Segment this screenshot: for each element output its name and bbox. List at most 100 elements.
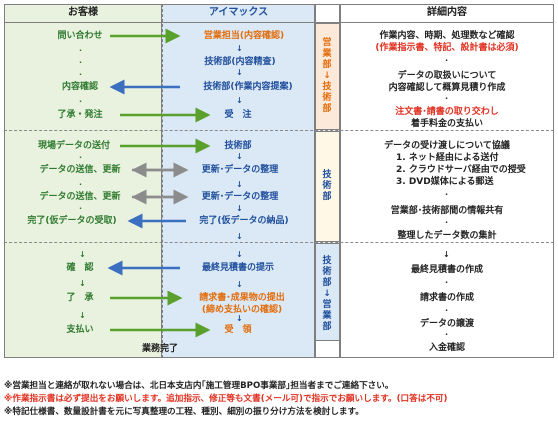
side-label-char: 術 [322,181,332,191]
customer-complete-receipt: 完了(仮データの受取) [27,216,117,226]
dot: · [445,278,449,287]
customer-send-site-data: 現場データの送付 [37,141,111,151]
side-label-char: ↓ [323,71,331,81]
customer-send-update-1: データの送信、更新 [39,165,121,175]
aimax-tech-proposal: 技術部(作業内容提案) [203,82,293,92]
section1-label-box [315,23,340,130]
footnotes: ※営業担当と連絡が取れない場合は、北日本支店内｢施工管理BPO事業部｣担当者まで… [4,380,554,419]
detail-s2-line6: 整理したデータ数の集計 [397,231,497,241]
side-label-char: 部 [322,278,332,288]
detail-s1-line2: (作業指示書、特記、設計書は必須) [375,43,519,53]
dot: · [79,70,83,79]
section3-label-box [315,243,340,341]
down-arrow: ↓ [236,204,243,213]
detail-s2-line1: データの受け渡しについて協議 [384,141,510,151]
aimax-invoice-submit: 請求書･成果物の提出 [199,293,285,303]
aimax-update-organize-2: 更新･データの整理 [201,192,279,202]
section-divider-1 [4,130,554,131]
detail-s3-line3: データの譲渡 [419,319,475,329]
customer-send-update-2: データの送信、更新 [39,192,121,202]
header-customer: お客様 [68,7,98,18]
detail-s1-line3: データの取扱いについて [397,71,497,81]
down-arrow: ↓ [236,180,243,189]
customer-content-confirm: 内容確認 [61,82,99,92]
side-label-char: 部 [322,192,332,202]
dot: ↓ [79,279,86,288]
down-arrow: ↓ [236,232,243,241]
dot: · [445,56,449,65]
detail-s1-line5: 注文書･請書の取り交わし [395,107,499,117]
detail-s1-line4: 内容確認して概算見積り作成 [388,83,506,93]
side-label-char: ↓ [323,289,331,299]
side-label-char: 部 [322,60,332,70]
dot: ↓ [79,311,86,320]
dot: · [79,97,83,106]
side-label-char: 業 [322,49,332,59]
dot: · [79,153,83,162]
dot: · [79,58,83,67]
details-column [340,4,554,358]
detail-s3-line4: 入金確認 [428,343,466,353]
aimax-tech: 技術部 [224,141,252,151]
side-label-char: 技 [322,256,332,266]
detail-s1-line1: 作業内容、時期、処理数など確認 [379,31,515,41]
down-arrow: ↓ [236,152,243,161]
note-2: ※作業指示書は必ず提出をお願いします。追加指示、修正等も文書(メール可)で指示で… [4,394,448,404]
customer-column [4,4,162,358]
detail-s1-line6: 着手料金の支払い [410,119,484,129]
side-label-char: 技 [322,170,332,180]
section2-label-box [315,131,340,242]
aimax-accept: 受 注 [224,110,252,120]
customer-approve: 了 承 [66,293,94,303]
dot: ↓ [79,250,86,259]
detail-s2-line5: 営業部･技術部間の情報共有 [390,206,504,216]
customer-payment: 支払い [66,325,94,335]
side-label-char: 術 [322,93,332,103]
side-label-char: 術 [322,267,332,277]
detail-s2-line2: 1. ネット経由による送付 [396,153,499,163]
down-arrow: ↓ [236,250,243,259]
header-aimax: アイマックス [208,7,269,18]
dot: · [445,218,449,227]
customer-confirm: 確 認 [66,263,94,273]
header-divider [4,22,554,23]
header-details: 詳細内容 [427,7,467,18]
side-label-char: 業 [322,311,332,321]
dot: · [79,180,83,189]
dot: · [445,330,449,339]
side-label-char: 技 [322,82,332,92]
detail-s2-line3: 2. クラウドサーバ経由での授受 [396,165,526,175]
detail-s2-line4: 3. DVD媒体による郵送 [396,177,494,187]
detail-s3-line1: 最終見積書の作成 [410,265,484,275]
section3-side-label: 技術部↓営業部 [321,256,333,333]
dot: · [445,190,449,199]
customer-approve-order: 了承・発注 [57,110,103,120]
business-complete: 業務完了 [141,344,179,354]
section1-side-label: 営業部↓技術部 [321,38,333,115]
dot: · [79,204,83,213]
section-divider-2 [4,242,554,243]
aimax-update-organize-1: 更新･データの整理 [201,165,279,175]
note-1: ※営業担当と連絡が取れない場合は、北日本支店内｢施工管理BPO事業部｣担当者まで… [4,381,394,391]
side-label-char: 営 [322,300,332,310]
aimax-receive: 受 領 [224,325,252,335]
section2-side-label: 技術部 [321,170,333,203]
down-arrow: ↓ [236,314,243,323]
aimax-tech-review: 技術部(内容精査) [204,57,276,67]
side-label-char: 部 [322,104,332,114]
side-label-char: 部 [322,322,332,332]
aimax-final-estimate: 最終見積書の提示 [201,263,275,273]
down-arrow: ↓ [236,44,243,53]
dot: · [79,46,83,55]
down-arrow: ↓ [236,280,243,289]
dot: · [445,94,449,103]
aimax-column [162,4,315,358]
down-arrow: ↓ [236,96,243,105]
side-label-char: 営 [322,38,332,48]
detail-s3-line2: 請求書の作成 [419,293,475,303]
customer-inquiry: 問い合わせ [57,31,103,41]
down-arrow: ↓ [236,68,243,77]
dot: · [445,306,449,315]
aimax-complete-delivery: 完了(仮データの納品) [199,216,289,226]
